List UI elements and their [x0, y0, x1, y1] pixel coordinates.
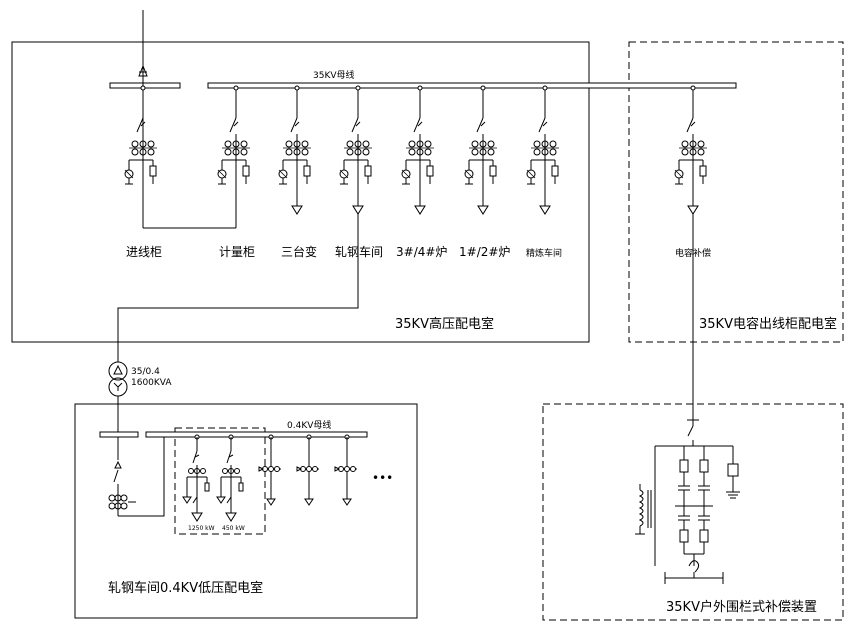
arrester-icon [138, 64, 148, 77]
lv-room-box [74, 403, 418, 619]
label-refining: 精炼车间 [526, 247, 562, 259]
rolling-mill-cable [117, 214, 359, 362]
outdoor-label: 35KV户外围栏式补偿装置 [666, 599, 817, 615]
lv-feeder-4 [296, 434, 320, 506]
lv-feeder-3 [258, 434, 282, 506]
label-incoming: 进线柜 [126, 245, 162, 259]
cap-room-box [628, 41, 844, 343]
incoming-feeder [124, 85, 158, 185]
lv-incoming-busbar [99, 431, 139, 438]
lv-feeder-1 [182, 434, 210, 522]
lv-feeder-1-tag: 1250 kW [188, 525, 215, 532]
lv-incoming-breaker [108, 437, 165, 517]
outdoor-box [542, 403, 844, 621]
rolling-mill-feeder [340, 86, 372, 214]
label-three-transformers: 三台变 [281, 244, 317, 259]
refining-feeder [527, 86, 559, 214]
label-furnace-12: 1#/2#炉 [459, 245, 510, 259]
hv-busbar [207, 82, 737, 89]
lv-more-feeders: ••• [372, 471, 393, 485]
capacitor-feeder [675, 86, 707, 214]
metering-feeder [217, 85, 251, 185]
lv-feeder-2 [216, 434, 244, 522]
transformer-rating: 1600KVA [131, 378, 172, 388]
lv-feeder-5 [334, 434, 358, 506]
label-furnace-34: 3#/4#炉 [396, 245, 447, 259]
lv-busbar [145, 431, 368, 438]
hv-room-box [11, 41, 590, 343]
transformer-icon [108, 361, 128, 397]
cap-room-label: 35KV电容出线柜配电室 [699, 316, 837, 332]
lv-room-label: 轧钢车间0.4KV低压配电室 [108, 580, 263, 596]
hv-room-label: 35KV高压配电室 [395, 316, 494, 332]
outdoor-compensation [635, 420, 740, 584]
hv-busbar-label: 35KV母线 [313, 69, 355, 81]
transformer-ratio: 35/0.4 [131, 367, 160, 377]
furnace-12-feeder [465, 86, 497, 214]
furnace-34-feeder [402, 86, 434, 214]
label-metering: 计量柜 [219, 245, 255, 259]
lv-feeder-group-box [174, 427, 266, 535]
lv-busbar-label: 0.4KV母线 [287, 419, 331, 431]
lv-feeder-2-tag: 450 kW [222, 525, 245, 532]
three-transformers-feeder [279, 86, 311, 214]
label-rolling-mill: 轧钢车间 [335, 244, 383, 259]
